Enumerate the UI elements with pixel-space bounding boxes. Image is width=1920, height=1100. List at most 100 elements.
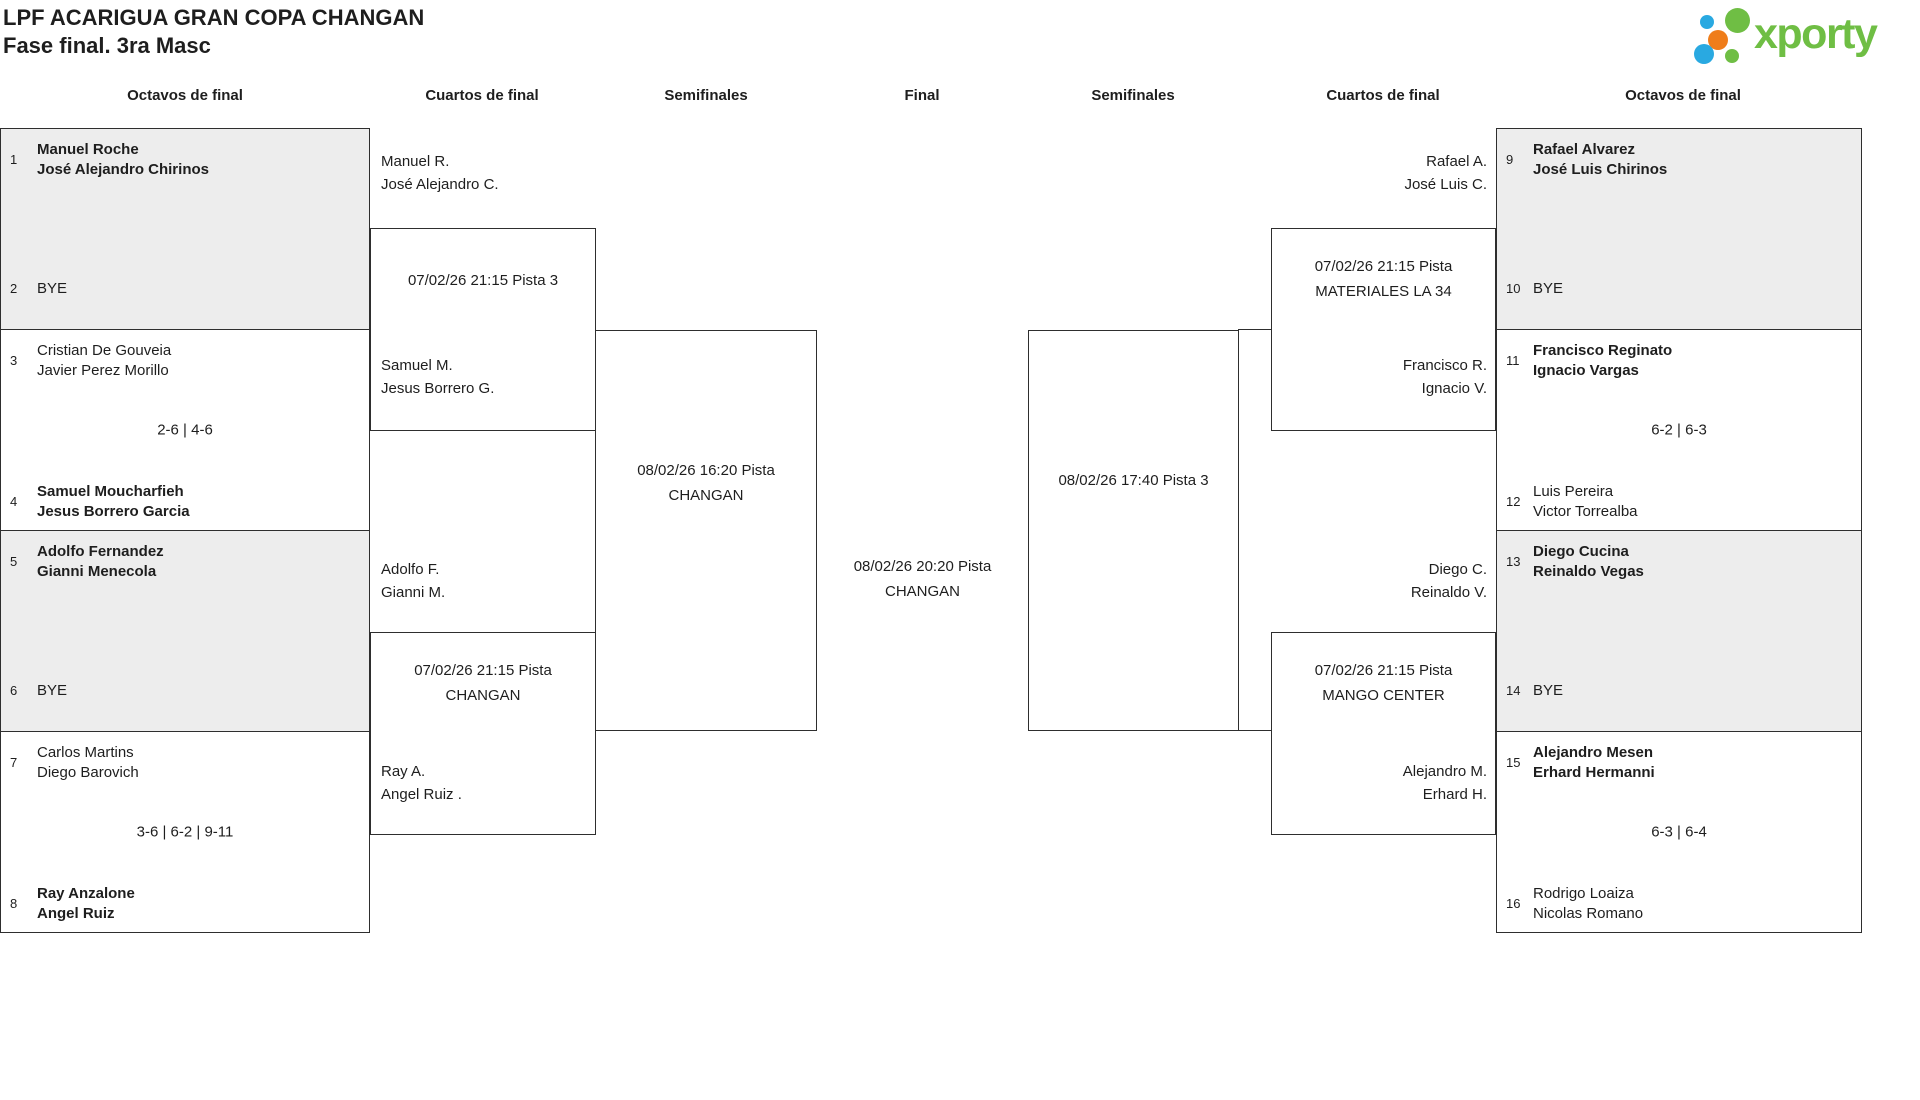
seed-number: 14 xyxy=(1506,682,1521,698)
player-name: Rafael A. xyxy=(1426,153,1487,170)
bracket-connector xyxy=(1238,730,1272,731)
player-name: Ignacio Vargas xyxy=(1533,361,1639,379)
team-row: 16 Rodrigo Loaiza Nicolas Romano xyxy=(1497,884,1643,923)
seed-number: 8 xyxy=(10,896,18,911)
seed-number: 12 xyxy=(1506,494,1521,509)
bye-label: BYE xyxy=(1533,279,1564,297)
seed-number: 7 xyxy=(10,755,18,770)
match-box-octavos-1[interactable]: 1 Manuel Roche José Alejandro Chirinos 2… xyxy=(0,128,370,330)
team-row: 9 Rafael Alvarez José Luis Chirinos xyxy=(1497,140,1667,179)
round-header-semifinal-right: Semifinales xyxy=(1091,87,1175,104)
match-box-octavos-2[interactable]: 3 Cristian De Gouveia Javier Perez Moril… xyxy=(0,329,370,531)
bye-label: BYE xyxy=(37,279,68,297)
player-name: Diego Cucina xyxy=(1533,543,1629,560)
team-row-bye: 14 BYE xyxy=(1497,681,1563,701)
match-schedule: 08/02/26 16:20 Pista CHANGAN xyxy=(637,462,775,504)
match-schedule: 07/02/26 21:15 Pista CHANGAN xyxy=(414,662,552,704)
team-row: 1 Manuel Roche José Alejandro Chirinos xyxy=(1,140,209,179)
match-schedule: 08/02/26 17:40 Pista 3 xyxy=(1058,472,1209,489)
round-header-octavos-left: Octavos de final xyxy=(127,87,243,104)
player-name: Diego C. xyxy=(1428,561,1487,578)
round-header-cuartos-right: Cuartos de final xyxy=(1326,87,1440,104)
team-row: 4 Samuel Moucharfieh Jesus Borrero Garci… xyxy=(1,482,190,521)
player-name: Diego Barovich xyxy=(37,763,139,781)
player-name: Reinaldo V. xyxy=(1410,584,1487,601)
match-schedule: 07/02/26 21:15 Pista MATERIALES LA 34 xyxy=(1314,258,1453,300)
match-box-octavos-5[interactable]: 9 Rafael Alvarez José Luis Chirinos 10 B… xyxy=(1496,128,1862,330)
team-row: 5 Adolfo Fernandez Gianni Menecola xyxy=(1,542,164,581)
match-box-octavos-8[interactable]: 15 Alejandro Mesen Erhard Hermanni 6-3 |… xyxy=(1496,731,1862,933)
match-score: 6-2 | 6-3 xyxy=(1651,421,1707,439)
phase-subtitle: Fase final. 3ra Masc xyxy=(3,33,211,58)
logo-dot-icon xyxy=(1700,15,1714,29)
advancing-team: Diego C. Reinaldo V. xyxy=(1271,558,1487,604)
player-name: José Alejandro Chirinos xyxy=(37,160,209,178)
bye-label: BYE xyxy=(1533,681,1564,699)
team-row: 13 Diego Cucina Reinaldo Vegas xyxy=(1497,542,1644,581)
player-name: Francisco Reginato xyxy=(1533,342,1673,359)
match-box-cuartos-1[interactable] xyxy=(370,228,596,431)
team-row-bye: 10 BYE xyxy=(1497,279,1563,299)
player-name: Gianni M. xyxy=(381,584,446,601)
seed-number: 5 xyxy=(10,554,18,569)
player-name: Victor Torrealba xyxy=(1533,502,1638,520)
advancing-team: Manuel R. José Alejandro C. xyxy=(381,150,499,196)
team-row: 8 Ray Anzalone Angel Ruiz xyxy=(1,884,135,923)
round-header-final: Final xyxy=(904,87,940,104)
logo-dot-icon xyxy=(1694,44,1714,64)
match-score: 6-3 | 6-4 xyxy=(1651,823,1707,841)
seed-number: 1 xyxy=(10,152,18,167)
player-name: Cristian De Gouveia xyxy=(37,342,172,359)
player-name: Gianni Menecola xyxy=(37,562,157,580)
match-box-octavos-3[interactable]: 5 Adolfo Fernandez Gianni Menecola 6 BYE xyxy=(0,530,370,732)
tournament-title: LPF ACARIGUA GRAN COPA CHANGAN xyxy=(3,5,425,30)
match-box-cuartos-4[interactable] xyxy=(1271,632,1496,835)
seed-number: 9 xyxy=(1506,152,1514,167)
player-name: José Luis Chirinos xyxy=(1533,160,1668,178)
match-box-octavos-4[interactable]: 7 Carlos Martins Diego Barovich 3-6 | 6-… xyxy=(0,731,370,933)
match-box-semifinal-right[interactable] xyxy=(1028,330,1239,731)
seed-number: 4 xyxy=(10,494,18,509)
player-name: Manuel Roche xyxy=(37,141,139,158)
round-header-semifinal-left: Semifinales xyxy=(664,87,748,104)
xporty-logo[interactable]: xporty xyxy=(1690,2,1912,70)
player-name: Samuel Moucharfieh xyxy=(37,483,184,500)
player-name: Manuel R. xyxy=(381,153,450,170)
player-name: Adolfo Fernandez xyxy=(37,543,164,560)
team-row-bye: 6 BYE xyxy=(1,681,67,701)
final-match-schedule: 08/02/26 20:20 Pista CHANGAN xyxy=(853,558,992,600)
player-name: José Luis C. xyxy=(1404,176,1487,193)
seed-number: 13 xyxy=(1506,554,1521,569)
team-row: 12 Luis Pereira Victor Torrealba xyxy=(1497,482,1638,521)
page-title-block: LPF ACARIGUA GRAN COPA CHANGAN Fase fina… xyxy=(3,4,424,60)
player-name: Erhard H. xyxy=(1422,786,1487,803)
advancing-team: Ray A. Angel Ruiz . xyxy=(381,760,462,806)
match-box-cuartos-2[interactable] xyxy=(370,632,596,835)
player-name: Nicolas Romano xyxy=(1533,904,1644,922)
round-header-cuartos-left: Cuartos de final xyxy=(425,87,539,104)
team-row-bye: 2 BYE xyxy=(1,279,67,299)
seed-number: 15 xyxy=(1506,755,1521,770)
logo-wordmark: xporty xyxy=(1754,10,1878,58)
player-name: Rodrigo Loaiza xyxy=(1533,885,1634,902)
player-name: Luis Pereira xyxy=(1533,483,1614,500)
round-header-octavos-right: Octavos de final xyxy=(1625,87,1741,104)
match-box-octavos-6[interactable]: 11 Francisco Reginato Ignacio Vargas 6-2… xyxy=(1496,329,1862,531)
seed-number: 10 xyxy=(1506,280,1521,296)
match-score: 2-6 | 4-6 xyxy=(157,421,213,439)
player-name: Francisco R. xyxy=(1402,357,1487,374)
team-row: 11 Francisco Reginato Ignacio Vargas xyxy=(1497,341,1672,380)
seed-number: 6 xyxy=(10,682,18,698)
match-score: 3-6 | 6-2 | 9-11 xyxy=(136,823,234,841)
team-row: 15 Alejandro Mesen Erhard Hermanni xyxy=(1497,743,1655,782)
match-box-octavos-7[interactable]: 13 Diego Cucina Reinaldo Vegas 14 BYE xyxy=(1496,530,1862,732)
player-name: Ray Anzalone xyxy=(37,885,135,902)
player-name: Reinaldo Vegas xyxy=(1533,562,1644,580)
advancing-team: Samuel M. Jesus Borrero G. xyxy=(381,354,494,400)
match-box-semifinal-left[interactable] xyxy=(595,330,817,731)
logo-dot-icon xyxy=(1725,8,1750,33)
player-name: Adolfo F. xyxy=(381,561,440,578)
advancing-team: Francisco R. Ignacio V. xyxy=(1271,354,1487,400)
player-name: Rafael Alvarez xyxy=(1533,141,1635,158)
